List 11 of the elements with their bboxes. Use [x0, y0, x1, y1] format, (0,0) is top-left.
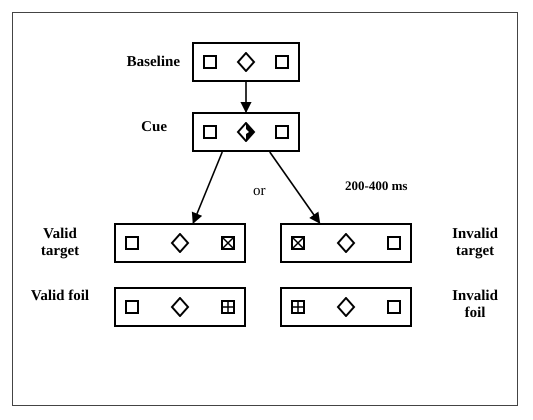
condition-label: Valid foil [30, 288, 90, 305]
arrow [269, 152, 320, 224]
condition-label: Valid target [40, 226, 80, 260]
condition-label: Invalid foil [451, 288, 499, 322]
connector-word: or [253, 183, 266, 200]
condition-label: Baseline [126, 54, 180, 71]
arrow [240, 82, 252, 114]
condition-label: Cue [140, 119, 167, 136]
arrow [192, 152, 223, 224]
condition-label: Invalid target [451, 226, 499, 260]
duration-label: 200-400 ms [345, 178, 408, 194]
